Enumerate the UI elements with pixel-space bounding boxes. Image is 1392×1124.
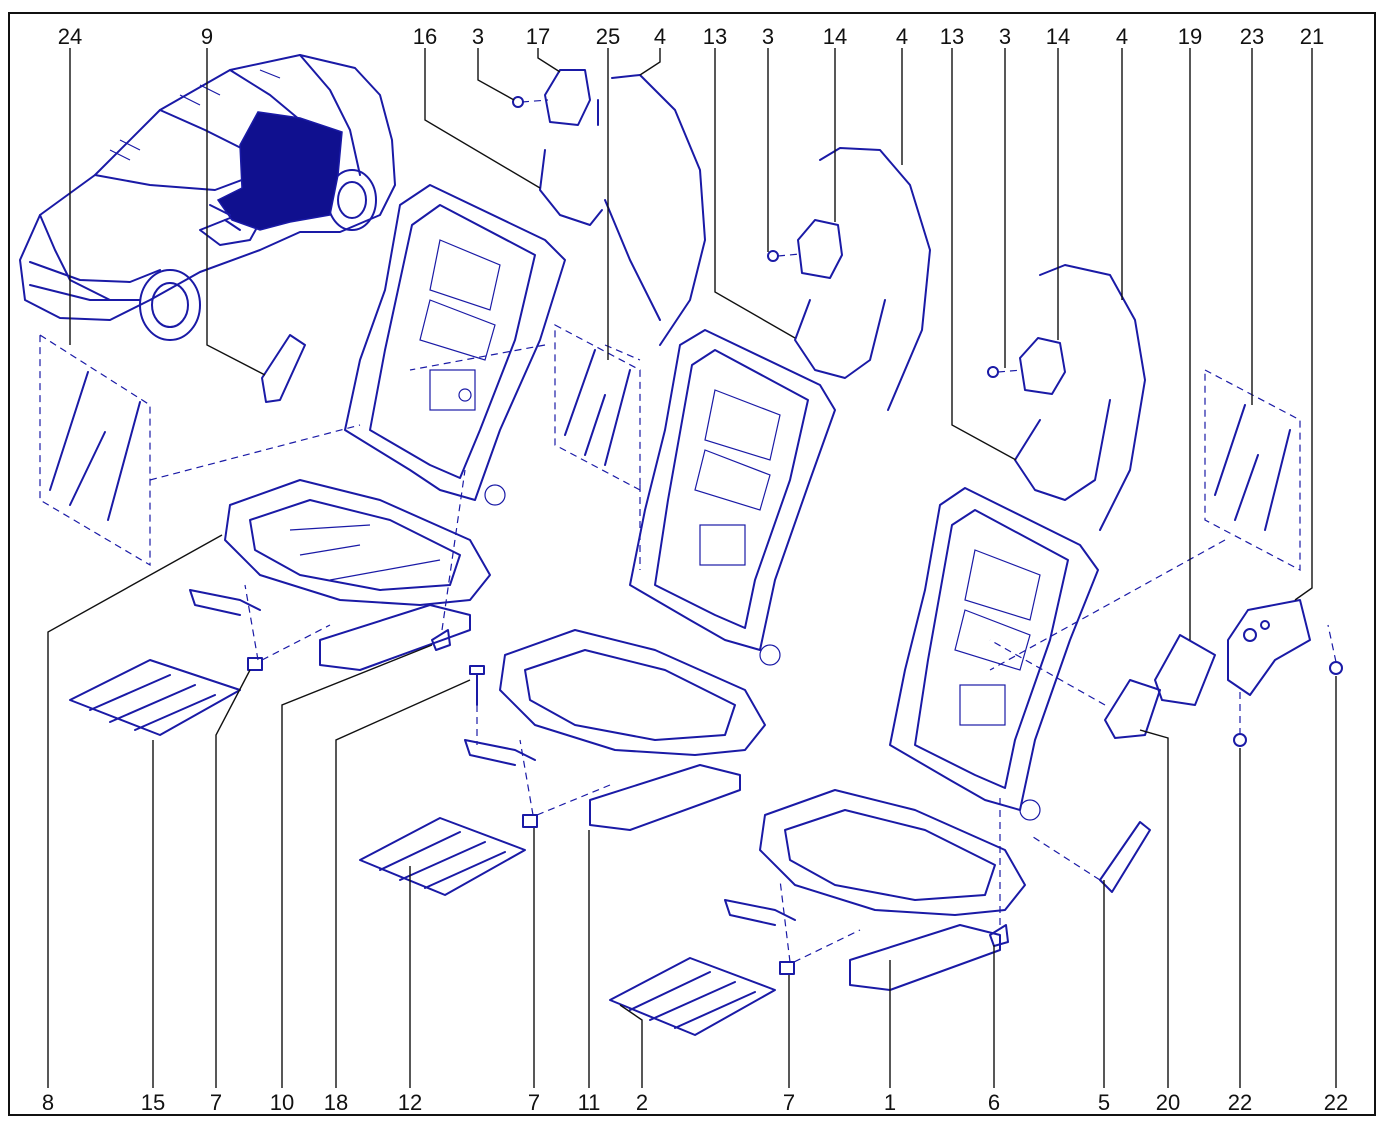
callout-labels-bottom: 8 15 7 10 18 12 7 11 2 7 1 6 5 20 22 22 — [42, 1090, 1348, 1115]
callout-label: 20 — [1156, 1090, 1180, 1115]
callout-label: 5 — [1098, 1090, 1110, 1115]
callout-label: 25 — [596, 24, 620, 49]
callout-label: 16 — [413, 24, 437, 49]
callout-label: 23 — [1240, 24, 1264, 49]
car-illustration — [19, 54, 396, 341]
callout-label: 21 — [1300, 24, 1324, 49]
callout-label: 4 — [896, 24, 908, 49]
callout-label: 13 — [703, 24, 727, 49]
seat-frame-left — [189, 184, 566, 671]
callout-label: 14 — [1046, 24, 1070, 49]
callout-label: 3 — [762, 24, 774, 49]
callout-label: 12 — [398, 1090, 422, 1115]
callout-label: 7 — [528, 1090, 540, 1115]
callout-label: 10 — [270, 1090, 294, 1115]
callout-label: 22 — [1228, 1090, 1252, 1115]
callout-label: 14 — [823, 24, 847, 49]
callout-label: 4 — [654, 24, 666, 49]
callout-label: 2 — [636, 1090, 648, 1115]
callout-label: 3 — [472, 24, 484, 49]
callout-label: 6 — [988, 1090, 1000, 1115]
callout-label: 7 — [210, 1090, 222, 1115]
callout-label: 11 — [578, 1090, 601, 1115]
callout-label: 3 — [999, 24, 1011, 49]
callout-label: 24 — [58, 24, 82, 49]
leader-lines — [47, 48, 1337, 1088]
callout-labels-top: 24 9 16 3 17 25 4 13 3 14 4 13 3 14 4 19… — [58, 24, 1324, 49]
callout-label: 9 — [201, 24, 213, 49]
seat-frame-middle — [464, 329, 836, 831]
callout-label: 1 — [884, 1090, 896, 1115]
callout-label: 8 — [42, 1090, 54, 1115]
part-9-handle — [261, 334, 306, 403]
callout-label: 17 — [526, 24, 550, 49]
callout-label: 7 — [783, 1090, 795, 1115]
seat-frame-right — [724, 487, 1099, 991]
callout-label: 19 — [1178, 24, 1202, 49]
callout-label: 15 — [141, 1090, 165, 1115]
callout-label: 22 — [1324, 1090, 1348, 1115]
callout-label: 13 — [940, 24, 964, 49]
callout-label: 18 — [324, 1090, 348, 1115]
callout-label: 4 — [1116, 24, 1128, 49]
highlighted-seat-icon — [216, 111, 343, 231]
